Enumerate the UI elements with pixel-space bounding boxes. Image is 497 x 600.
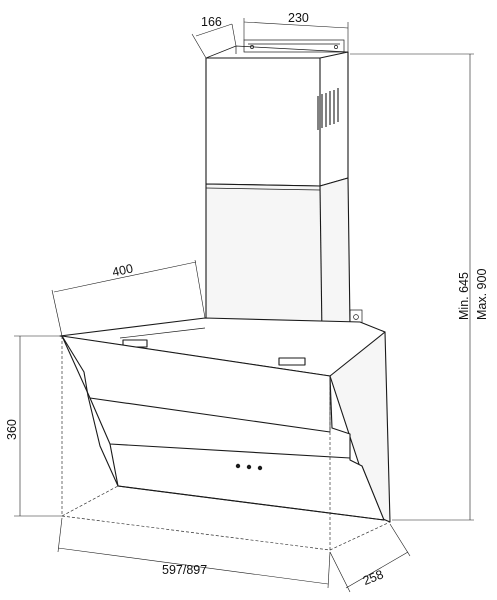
dimension-height-range: Min. 645 Max. 900 — [350, 53, 489, 521]
dimension-258: 258 — [329, 523, 411, 593]
chimney-lower-section — [205, 177, 363, 337]
dimension-400: 400 — [51, 259, 206, 337]
dimension-258-label: 258 — [361, 567, 386, 588]
control-buttons — [235, 463, 263, 471]
dimension-360-label: 360 — [5, 419, 19, 440]
chimney-upper-section — [205, 39, 349, 187]
dimension-max-label: Max. 900 — [475, 269, 489, 320]
dimension-166-label: 166 — [201, 15, 222, 29]
dimension-166: 166 — [191, 15, 237, 59]
hinge-right — [278, 357, 306, 366]
dimension-360: 360 — [5, 335, 62, 517]
vent-grille — [317, 88, 339, 130]
dimension-400-label: 400 — [111, 261, 134, 279]
control-button-2 — [246, 464, 252, 470]
dimension-230: 230 — [243, 11, 349, 52]
control-button-3 — [257, 465, 263, 471]
control-button-1 — [235, 463, 241, 469]
dimension-597-897-label: 597/897 — [162, 563, 207, 577]
dimension-597-897: 597/897 — [57, 517, 331, 589]
dimension-230-label: 230 — [288, 11, 309, 25]
dimension-min-label: Min. 645 — [457, 272, 471, 320]
mounting-bracket — [243, 39, 345, 53]
glass-front-panel — [61, 335, 385, 521]
hidden-outline — [61, 336, 391, 551]
